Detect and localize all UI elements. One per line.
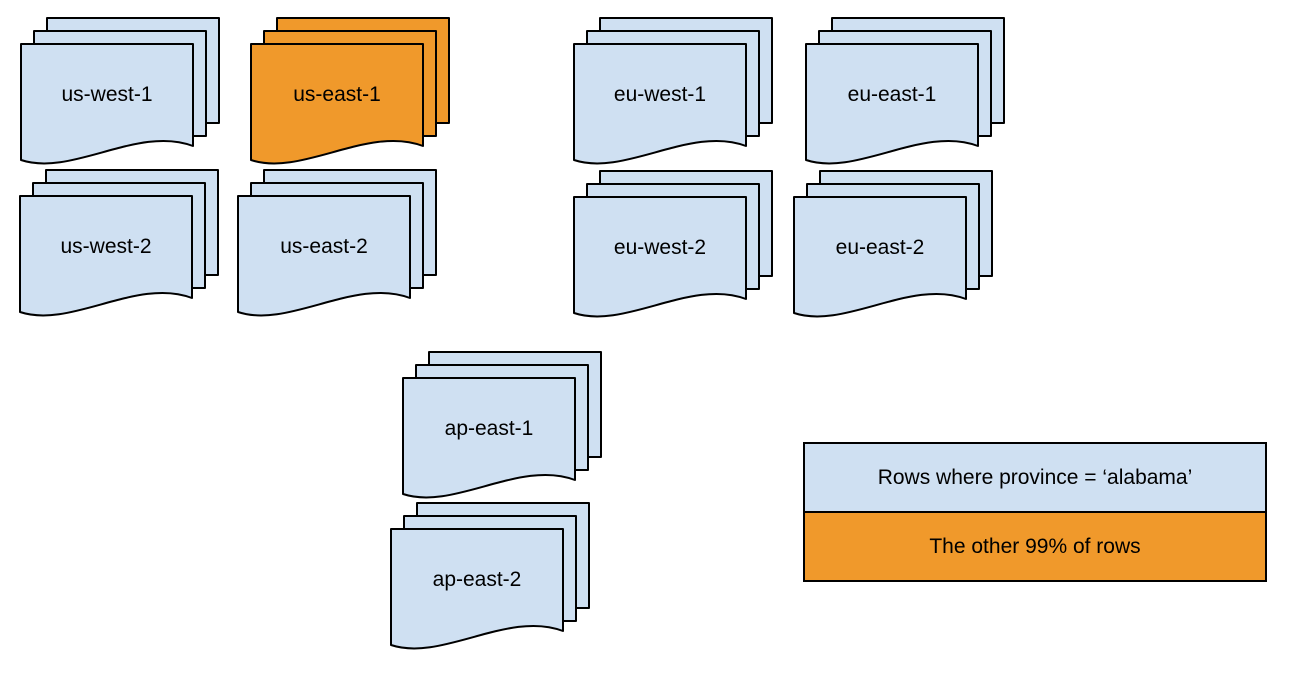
document-front-sheet xyxy=(19,195,193,317)
doc-stack-eu-east-1: eu-east-1 xyxy=(805,17,1007,169)
stacked-documents-icon xyxy=(573,17,773,165)
legend-row-other-rows: The other 99% of rows xyxy=(803,511,1267,582)
document-front-sheet xyxy=(573,43,747,165)
stacked-documents-icon xyxy=(20,17,220,165)
stacked-documents-icon xyxy=(237,169,437,317)
doc-stack-us-east-2: us-east-2 xyxy=(237,169,439,321)
doc-stack-us-west-2: us-west-2 xyxy=(19,169,221,321)
document-front-sheet xyxy=(573,196,747,318)
stacked-documents-icon xyxy=(250,17,450,165)
document-front-sheet xyxy=(250,43,424,165)
stacked-documents-icon xyxy=(19,169,219,317)
legend: Rows where province = ‘alabama’The other… xyxy=(803,442,1267,582)
document-front-sheet xyxy=(390,528,564,650)
doc-stack-us-east-1: us-east-1 xyxy=(250,17,452,169)
doc-stack-eu-east-2: eu-east-2 xyxy=(793,170,995,322)
stacked-documents-icon xyxy=(402,351,602,499)
doc-stack-ap-east-2: ap-east-2 xyxy=(390,502,592,654)
document-front-sheet xyxy=(237,195,411,317)
stacked-documents-icon xyxy=(573,170,773,318)
doc-stack-us-west-1: us-west-1 xyxy=(20,17,222,169)
document-front-sheet xyxy=(20,43,194,165)
document-front-sheet xyxy=(402,377,576,499)
document-front-sheet xyxy=(793,196,967,318)
stacked-documents-icon xyxy=(390,502,590,650)
doc-stack-eu-west-1: eu-west-1 xyxy=(573,17,775,169)
stacked-documents-icon xyxy=(793,170,993,318)
document-front-sheet xyxy=(805,43,979,165)
doc-stack-ap-east-1: ap-east-1 xyxy=(402,351,604,503)
legend-row-alabama: Rows where province = ‘alabama’ xyxy=(803,442,1267,513)
stacked-documents-icon xyxy=(805,17,1005,165)
doc-stack-eu-west-2: eu-west-2 xyxy=(573,170,775,322)
